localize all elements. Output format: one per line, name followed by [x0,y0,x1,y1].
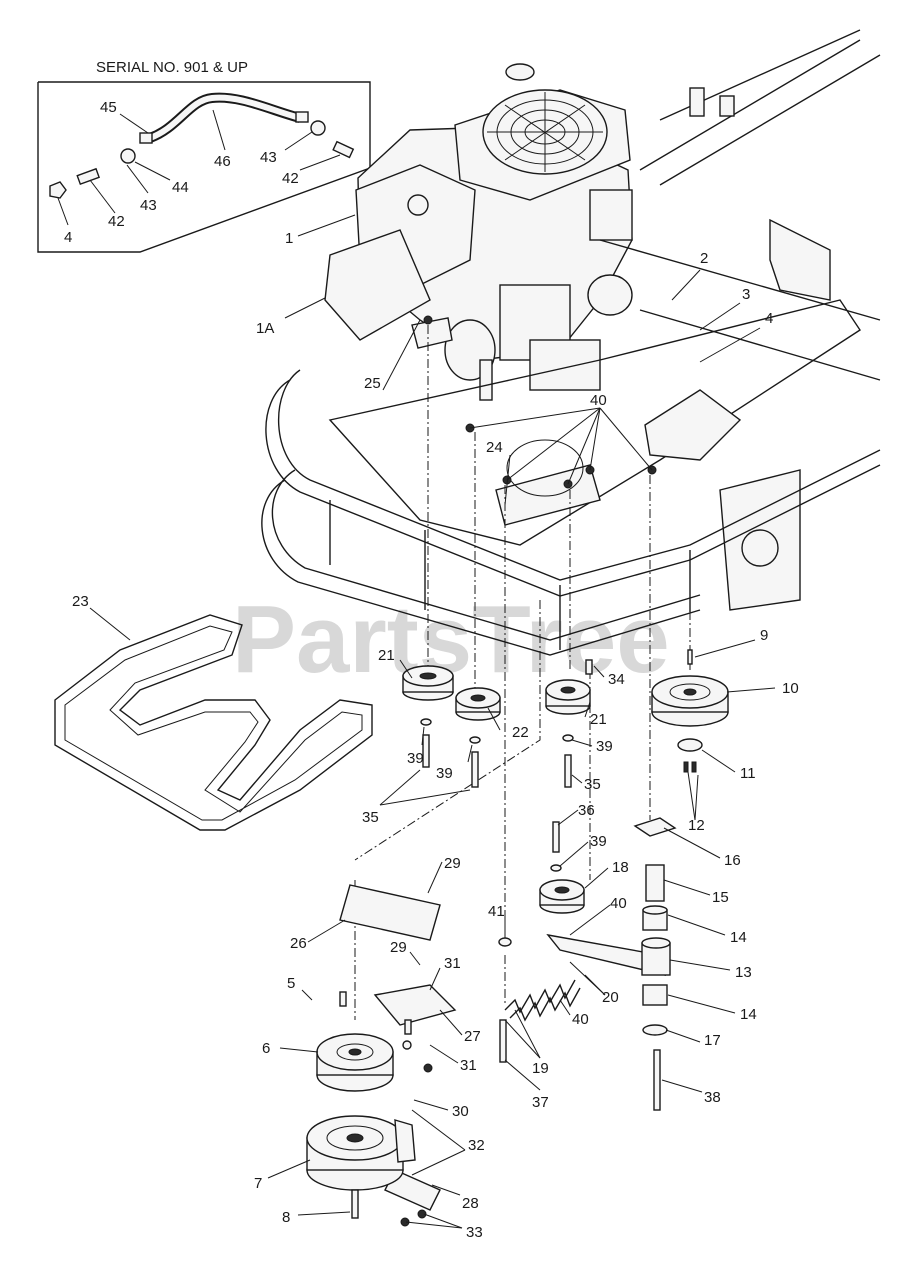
callout-31: 31 [444,955,461,972]
callout-35: 35 [362,809,379,826]
callout-4: 4 [64,229,72,246]
callout-33: 33 [466,1224,483,1241]
callout-16: 16 [724,852,741,869]
nut-fitting [49,181,67,199]
callout-21: 21 [590,711,607,728]
callout-4: 4 [765,310,773,327]
bracket-26 [339,884,441,941]
callout-1A: 1A [256,320,274,337]
callout-15: 15 [712,889,729,906]
callout-11: 11 [740,765,756,782]
pulley-6 [316,991,394,1092]
hose-clamp [120,148,136,164]
callout-leaders [57,109,776,1229]
callout-3: 3 [742,286,750,303]
inset-title: SERIAL NO. 901 & UP [96,59,248,76]
muffler [324,229,431,341]
callout-35: 35 [584,776,601,793]
flat-idler-22 [455,687,501,721]
callout-6: 6 [262,1040,270,1057]
callout-8: 8 [282,1209,290,1226]
callout-43: 43 [140,197,157,214]
callout-7: 7 [254,1175,262,1192]
callout-44: 44 [172,179,189,196]
callout-30: 30 [452,1103,469,1120]
callout-26: 26 [290,935,307,952]
mounting-plate-25 [411,317,453,349]
callout-5: 5 [287,975,295,992]
callout-36: 36 [578,802,595,819]
callout-14: 14 [740,1006,757,1023]
drive-belt-23 [54,614,373,831]
elbow-fitting [76,167,101,186]
callout-42: 42 [282,170,299,187]
callout-34: 34 [608,671,625,688]
callout-40: 40 [572,1011,589,1028]
callout-46: 46 [214,153,231,170]
callout-9: 9 [760,627,768,644]
callout-1: 1 [285,230,293,247]
callout-20: 20 [602,989,619,1006]
callout-32: 32 [468,1137,485,1154]
bolts-and-washers [420,659,661,1111]
callout-19: 19 [532,1060,549,1077]
hose-fitting [139,132,153,144]
idler-pulley-21-right [545,679,591,715]
callout-13: 13 [735,964,752,981]
callout-labels: 45 46 43 44 43 42 4 42 1 1A 2 3 4 25 40 … [64,99,799,1241]
callout-37: 37 [532,1094,549,1111]
callout-39: 39 [436,765,453,782]
callout-40: 40 [590,392,607,409]
pto-clutch-7 [306,1019,433,1227]
callout-18: 18 [612,859,629,876]
mower-frame [261,29,881,656]
idler-arm-13 [546,817,677,1036]
pulley-10 [651,649,729,773]
callout-29: 29 [444,855,461,872]
callout-38: 38 [704,1089,721,1106]
callout-42: 42 [108,213,125,230]
callout-31: 31 [460,1057,477,1074]
spring-19 [504,979,581,1022]
engine [324,63,633,401]
callout-40: 40 [610,895,627,912]
callout-43: 43 [260,149,277,166]
idler-pulley-21-left [402,665,454,701]
callout-45: 45 [100,99,117,116]
callout-12: 12 [688,817,705,834]
callout-39: 39 [590,833,607,850]
serial-inset: SERIAL NO. 901 & UP [37,59,371,253]
callout-17: 17 [704,1032,721,1049]
callout-28: 28 [462,1195,479,1212]
callout-29: 29 [390,939,407,956]
idler-mount-plate-24 [495,464,601,526]
callout-41: 41 [488,903,505,920]
callout-23: 23 [72,593,89,610]
callout-25: 25 [364,375,381,392]
callout-21: 21 [378,647,395,664]
callout-14: 14 [730,929,747,946]
callout-27: 27 [464,1028,481,1045]
callout-10: 10 [782,680,799,697]
callout-39: 39 [407,750,424,767]
callout-22: 22 [512,724,529,741]
callout-39: 39 [596,738,613,755]
callout-24: 24 [486,439,503,456]
idler-pulley-18 [539,879,585,914]
bracket-27 [373,984,457,1026]
callout-2: 2 [700,250,708,267]
